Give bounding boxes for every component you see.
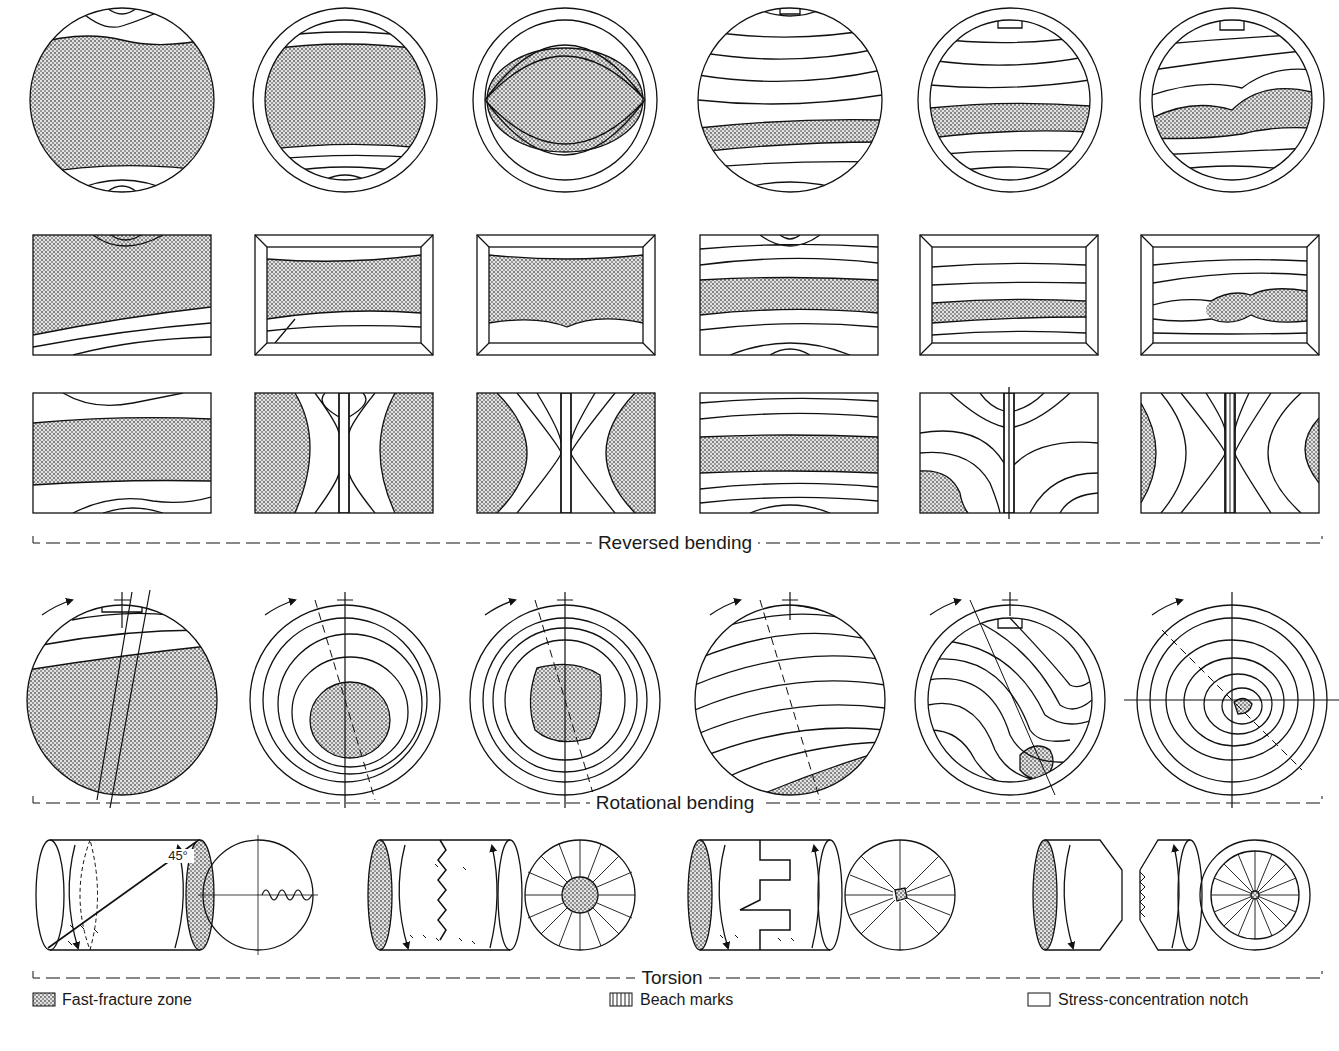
legend-label: Beach marks — [638, 991, 735, 1009]
legend-label: Fast-fracture zone — [60, 991, 194, 1009]
angle-label: 45° — [162, 849, 194, 864]
legend-label: Stress-concentration notch — [1056, 991, 1250, 1009]
group-title: Reversed bending — [592, 532, 758, 554]
group-title: Rotational bending — [590, 792, 760, 814]
group-title: Torsion — [635, 967, 708, 989]
